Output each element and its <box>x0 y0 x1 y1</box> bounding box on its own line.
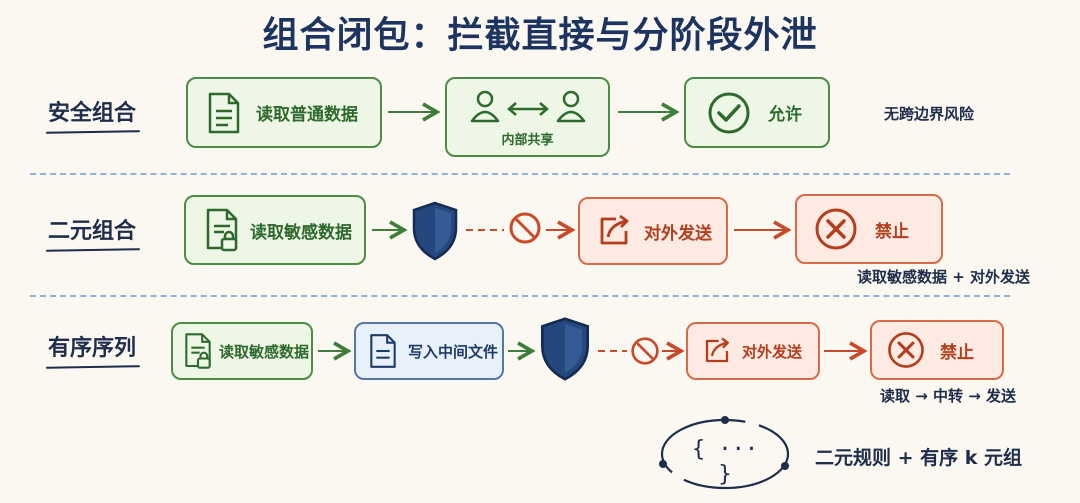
result-label: 禁止 <box>940 342 974 363</box>
step-internal-share: 内部共享 <box>445 77 610 157</box>
result-block: 禁止 <box>795 194 943 264</box>
file-icon <box>370 334 396 368</box>
step-read-sensitive-data: 读取敏感数据 <box>184 195 366 265</box>
no-entry-icon <box>509 212 541 244</box>
result-allow: 允许 <box>684 77 830 148</box>
cycle-node <box>781 462 789 470</box>
locked-document-icon <box>206 208 238 252</box>
step-label: 读取普通数据 <box>256 105 358 125</box>
separator-2 <box>30 295 1010 297</box>
step-send-external: 对外发送 <box>578 197 728 265</box>
row-note-sequence: 读取 → 中转 → 发送 <box>880 387 1017 405</box>
shield-icon <box>412 201 458 261</box>
result-label: 允许 <box>768 105 802 125</box>
step-label: 对外发送 <box>644 223 712 244</box>
step-read-sensitive-data-seq: 读取敏感数据 <box>171 322 313 380</box>
page-title: 组合闭包：拦截直接与分阶段外泄 <box>262 15 818 56</box>
step-label: 写入中间文件 <box>408 342 499 361</box>
document-icon <box>208 92 240 133</box>
step-label: 读取敏感数据 <box>250 222 352 243</box>
step-label: 读取敏感数据 <box>219 342 310 361</box>
cycle-node <box>659 460 667 468</box>
step-send-external-seq: 对外发送 <box>686 322 820 380</box>
users-share-icon <box>470 90 585 122</box>
locked-document-icon <box>185 333 211 369</box>
share-out-icon <box>705 337 729 363</box>
result-label: 禁止 <box>875 221 909 242</box>
row-note-binary: 读取敏感数据 + 对外发送 <box>857 268 1031 286</box>
no-entry-icon <box>631 337 659 365</box>
step-write-temp-file: 写入中间文件 <box>354 322 504 380</box>
check-circle-icon <box>708 92 750 133</box>
x-circle-icon <box>888 332 924 368</box>
row-label-binary: 二元组合 <box>48 213 136 245</box>
result-block-seq: 禁止 <box>870 320 1004 380</box>
step-read-normal-data: 读取普通数据 <box>186 77 382 148</box>
shield-icon <box>540 317 590 381</box>
x-circle-icon <box>815 208 857 250</box>
legend-symbol: { ··· } <box>691 437 759 487</box>
cycle-node <box>721 416 729 424</box>
row-note-safe: 无跨边界风险 <box>884 105 975 123</box>
step-label: 对外发送 <box>742 342 803 361</box>
row-label-safe: 安全组合 <box>48 95 136 127</box>
legend-text: 二元规则 + 有序 k 元组 <box>815 447 1023 469</box>
separator-1 <box>30 173 1010 175</box>
share-out-icon <box>600 214 629 245</box>
row-label-sequence: 有序序列 <box>48 330 136 362</box>
step-label: 内部共享 <box>501 132 554 148</box>
